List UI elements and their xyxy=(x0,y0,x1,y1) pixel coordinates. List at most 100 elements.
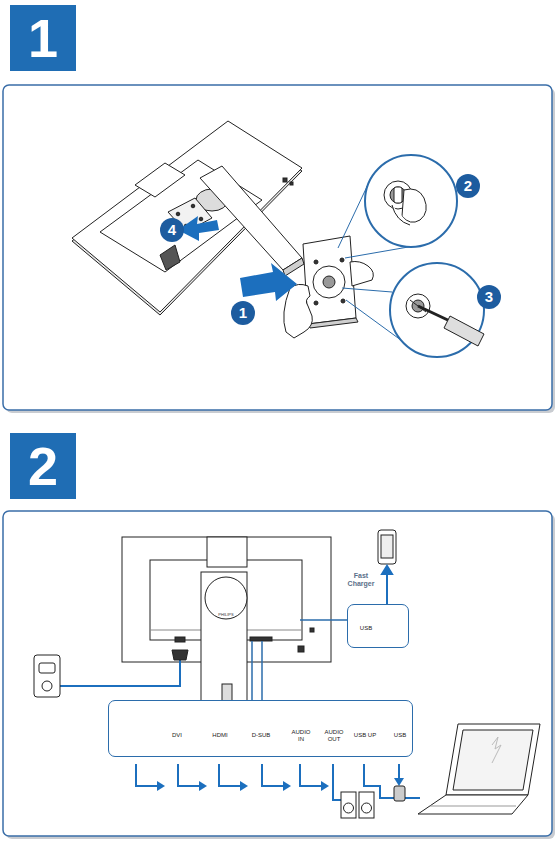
port-label: USB UP xyxy=(349,732,381,739)
monitor-back-part xyxy=(283,178,287,182)
port-label: USB xyxy=(350,625,382,632)
speakers-part xyxy=(362,803,372,813)
power-cable-part xyxy=(60,652,180,686)
arrow-head-part xyxy=(199,781,207,791)
usb-stick-part xyxy=(394,786,405,801)
base-plate-part xyxy=(313,266,345,298)
phone xyxy=(378,530,396,564)
port-strip: DVIHDMID-SUBAUDIO INAUDIO OUTUSB UPUSB xyxy=(108,700,413,757)
base-plate-part xyxy=(314,260,318,264)
usb-stick xyxy=(394,786,405,801)
monitor-back-part xyxy=(72,121,302,312)
screw-detail-part xyxy=(402,189,426,222)
speakers xyxy=(341,792,374,818)
step-number: 2 xyxy=(10,433,76,499)
wall-outlet-part xyxy=(34,655,60,697)
screw-detail-part xyxy=(418,306,452,322)
wall-outlet-part xyxy=(172,650,188,660)
phone-part xyxy=(378,530,396,564)
screw-detail-part xyxy=(394,187,402,203)
callout-number: 2 xyxy=(456,174,480,198)
usb-callout-box: USB xyxy=(347,604,409,648)
arrow-head-part xyxy=(283,781,291,791)
node-text: 1 xyxy=(231,301,255,325)
detail-circle-part xyxy=(365,155,457,247)
monitor-rear-part xyxy=(205,577,247,619)
node-text: 2 xyxy=(10,433,76,499)
charge-arrow xyxy=(382,566,392,604)
wall-outlet-part xyxy=(39,663,55,673)
leader-line-part xyxy=(300,619,347,621)
monitor-rear-part xyxy=(207,537,247,567)
node-text: 1 xyxy=(10,5,76,71)
cable-arrow-part xyxy=(398,764,400,780)
phone-part xyxy=(381,535,393,558)
base-plate-part xyxy=(303,236,356,324)
leader-line-part xyxy=(261,641,263,700)
screw-detail-part xyxy=(444,316,484,346)
wall-outlet xyxy=(34,650,188,697)
arrow-head-part xyxy=(321,781,329,791)
stand-column-part xyxy=(200,166,302,270)
port-label: USB xyxy=(385,732,415,739)
node-text: 4 xyxy=(160,218,184,242)
laptop-part xyxy=(453,730,533,790)
screw-detail-part xyxy=(392,205,410,225)
port-label: DVI xyxy=(164,732,190,739)
move-arrow xyxy=(178,216,297,301)
monitor-back-part xyxy=(160,245,180,270)
callout-number: 1 xyxy=(231,301,255,325)
monitor-rear-part xyxy=(298,646,304,652)
arrow-head-part xyxy=(240,781,248,791)
base-plate-part xyxy=(308,318,358,328)
node-text: 2 xyxy=(456,174,480,198)
stand-column-part xyxy=(199,217,203,221)
laptop-part xyxy=(446,724,540,795)
brand-mark: PHILIPS xyxy=(211,612,241,617)
port-label: AUDIO IN xyxy=(290,729,312,743)
charge-arrow-part xyxy=(382,566,392,574)
stand-column-part xyxy=(176,212,180,216)
move-arrow-part xyxy=(178,216,219,241)
panel-frame-part xyxy=(3,511,552,836)
port-label: HDMI xyxy=(205,732,235,739)
charge-arrow-part xyxy=(386,572,388,604)
detail-circle-part xyxy=(390,263,484,357)
detail-leader-part xyxy=(345,246,414,258)
base-plate-part xyxy=(340,258,344,262)
speakers-part xyxy=(359,792,374,818)
leader-line-part xyxy=(251,641,253,700)
power-cable xyxy=(60,652,180,686)
speakers-part xyxy=(344,803,354,813)
cable-arrow-part xyxy=(136,764,158,786)
port-label: D-SUB xyxy=(246,732,276,739)
cable-arrow xyxy=(136,764,420,800)
base-plate-part xyxy=(314,301,318,305)
move-arrow-part xyxy=(240,263,297,301)
callout-number: 4 xyxy=(160,218,184,242)
panel-frame-part xyxy=(3,85,552,410)
monitor-rear xyxy=(122,537,331,704)
hands-part xyxy=(284,284,313,338)
screw-detail xyxy=(384,181,484,346)
monitor-rear-part xyxy=(175,637,185,642)
panel-frame xyxy=(3,85,555,839)
leader-line xyxy=(252,620,347,700)
base-plate-part xyxy=(341,299,345,303)
stand-column-part xyxy=(283,258,304,276)
laptop-part xyxy=(418,795,528,814)
wall-outlet-part xyxy=(42,681,52,691)
laptop-part xyxy=(430,806,516,807)
monitor-rear-part xyxy=(201,572,247,704)
laptop xyxy=(418,724,540,814)
base-plate-part xyxy=(323,276,335,288)
cable-arrow-part xyxy=(178,764,200,786)
fast-charger-label: Fast Charger xyxy=(340,572,382,588)
detail-circle xyxy=(365,155,484,357)
cable-arrow-part xyxy=(262,764,284,786)
arrow-head xyxy=(157,778,404,791)
arrow-head-part xyxy=(394,778,404,786)
laptop-part xyxy=(492,737,501,763)
hands xyxy=(284,262,374,339)
